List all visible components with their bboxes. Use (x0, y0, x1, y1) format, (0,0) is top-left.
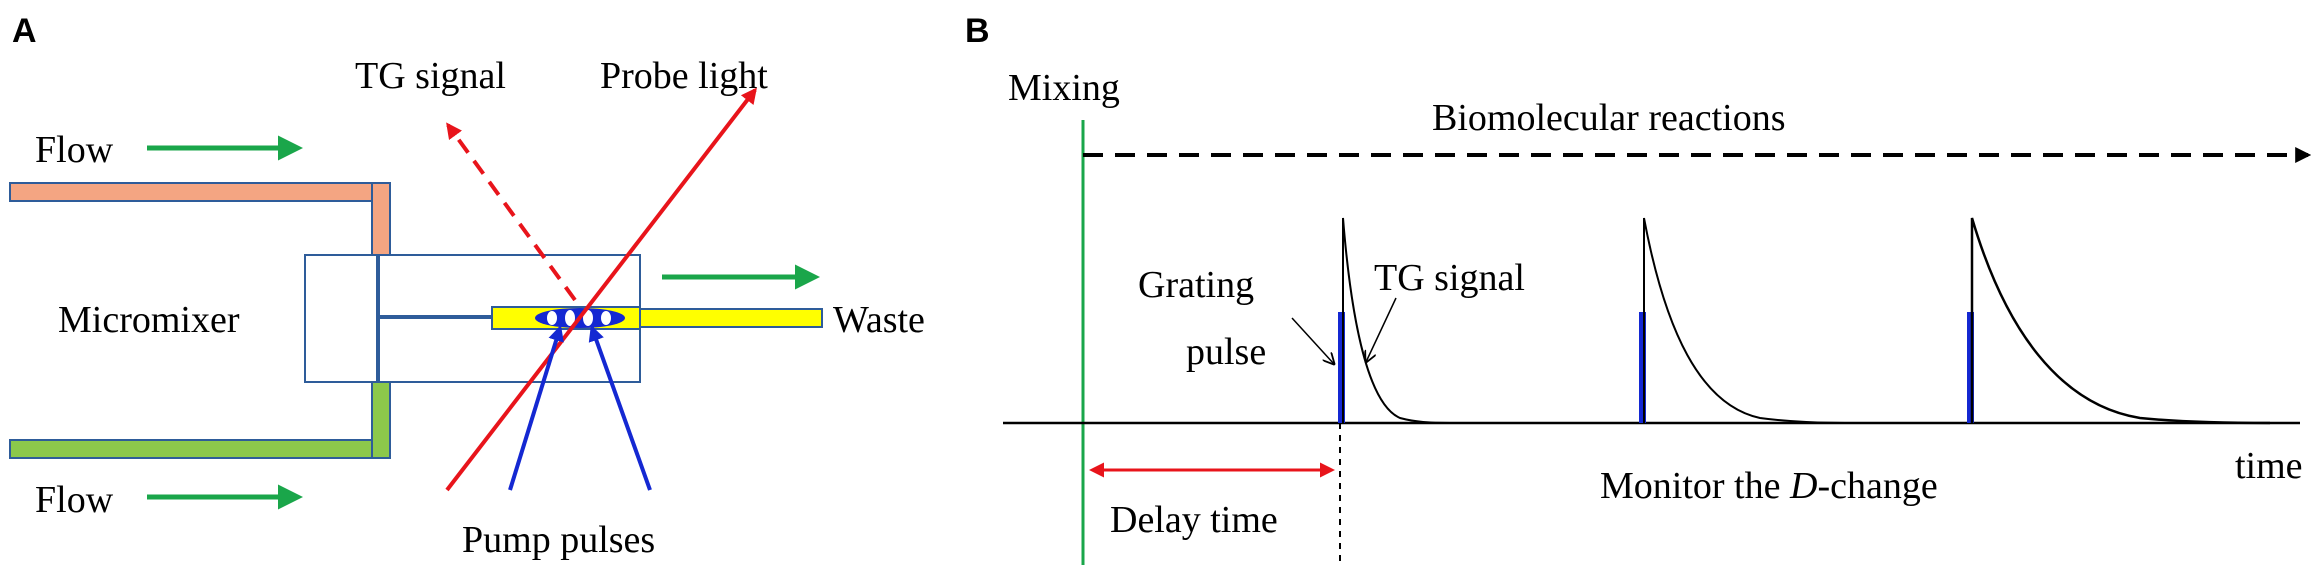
label-micromixer: Micromixer (58, 299, 240, 341)
panel-b-label: B (965, 12, 990, 50)
label-probe-light: Probe light (600, 55, 768, 97)
waste-tube (639, 308, 823, 328)
label-monitor-d-change: Monitor the D-change (1600, 465, 1938, 507)
tg-decay-1 (1342, 217, 1451, 424)
probe-light-beam (445, 87, 757, 492)
bottom-flow-channel (9, 381, 391, 459)
panel-a-label: A (12, 12, 37, 50)
label-mixing: Mixing (1008, 67, 1120, 109)
label-pulse: pulse (1186, 331, 1266, 373)
grating-pulse-1 (1338, 312, 1345, 423)
pump-pulse-right (588, 324, 652, 491)
top-flow-channel (9, 182, 391, 256)
label-tg-signal-b: TG signal (1374, 257, 1525, 299)
label-grating: Grating (1138, 264, 1254, 306)
pointer-grating-pulse (1291, 317, 1334, 364)
label-waste: Waste (833, 299, 925, 341)
label-flow-bottom: Flow (35, 479, 114, 521)
label-biomolecular-reactions: Biomolecular reactions (1432, 97, 1786, 139)
grating-pulse-3 (1967, 312, 1974, 423)
label-time: time (2235, 445, 2303, 487)
tg-decay-3 (1970, 217, 2271, 425)
pointer-tg-signal (1366, 297, 1397, 362)
pump-pulse-left (508, 324, 564, 491)
tg-decay-2 (1643, 217, 1861, 424)
label-tg-signal-a: TG signal (355, 55, 506, 97)
label-delay-time: Delay time (1110, 499, 1278, 541)
grating-pulse-2 (1639, 312, 1646, 423)
tg-signal-beam (446, 122, 577, 302)
label-pump-pulses: Pump pulses (462, 519, 655, 561)
label-flow-top: Flow (35, 129, 114, 171)
